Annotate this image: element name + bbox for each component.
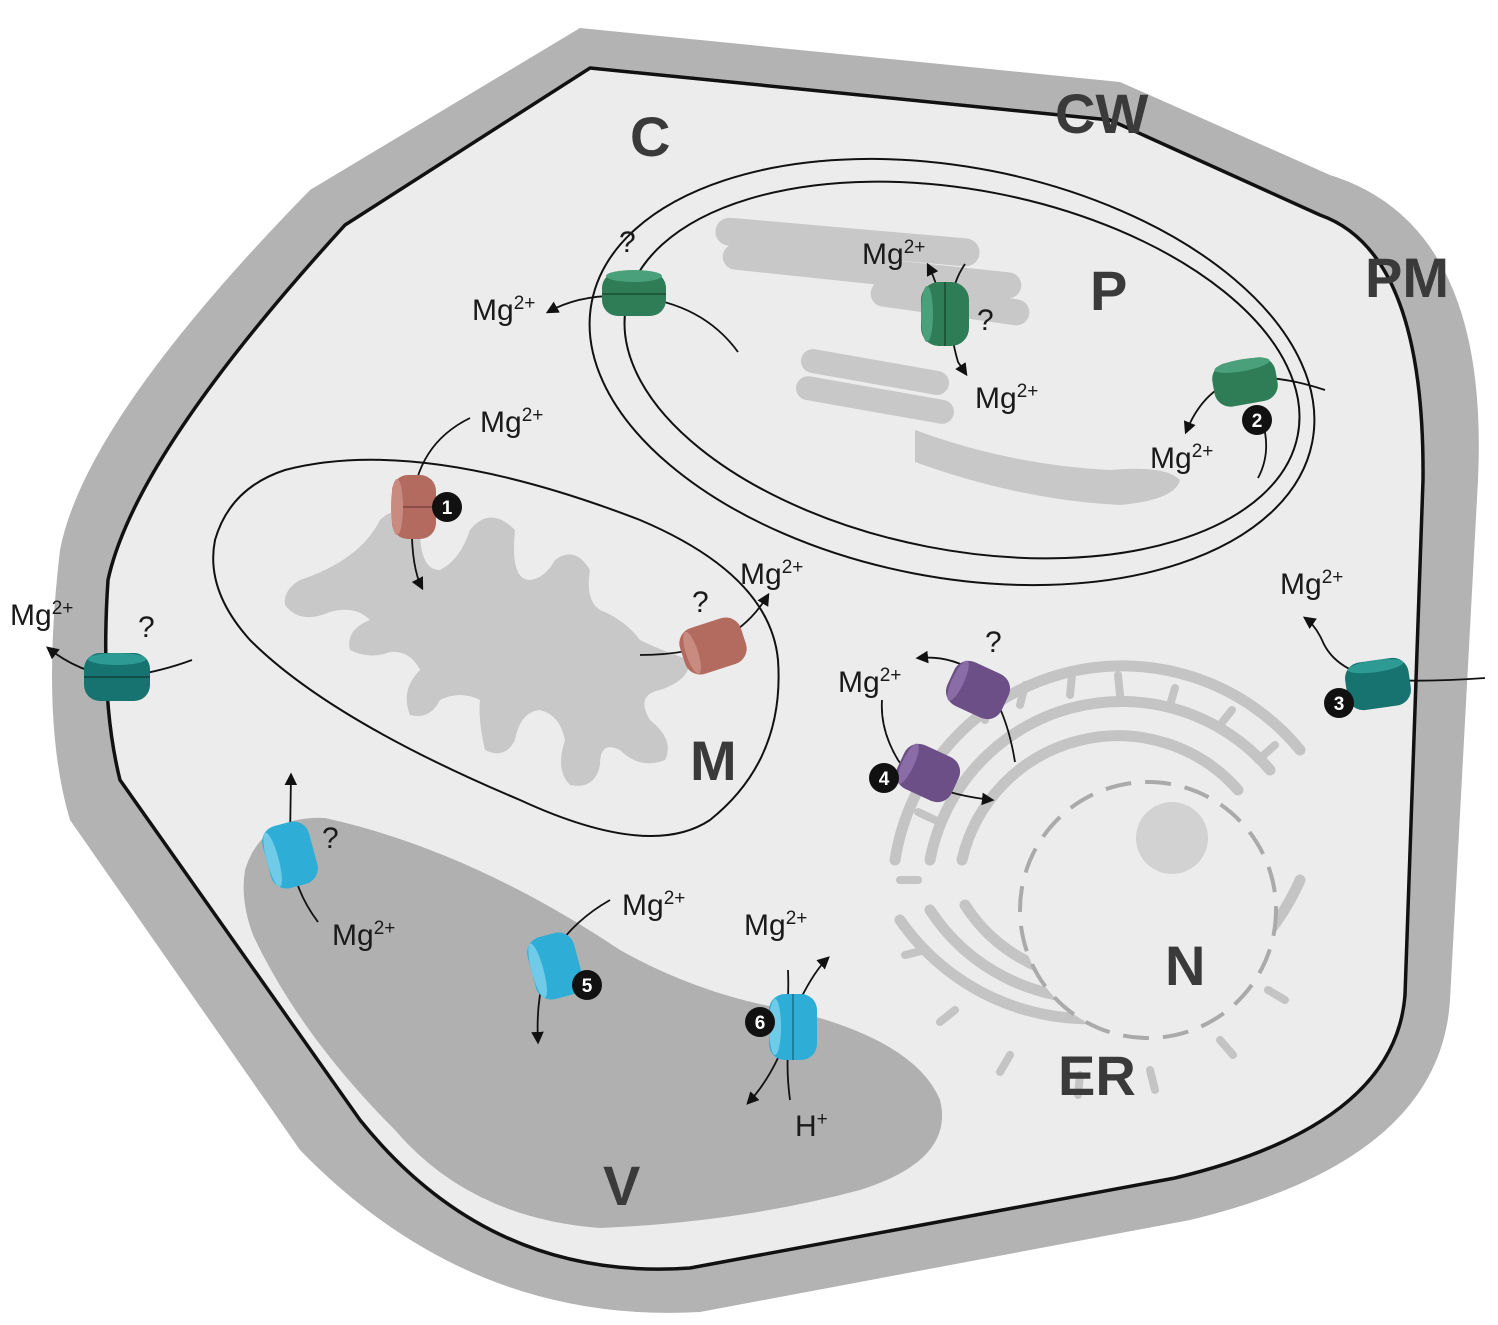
badge-1: 1 bbox=[432, 492, 462, 522]
svg-text:Mg2+: Mg2+ bbox=[472, 293, 535, 327]
plasma-membrane-transporter-3[interactable] bbox=[1343, 656, 1413, 712]
mg-labels: Mg2+ Mg2+ Mg2+ Mg2+ Mg2+ Mg2+ Mg2+ Mg2+ … bbox=[10, 237, 1343, 1143]
mitochondrial-import-transporter[interactable] bbox=[391, 475, 436, 539]
vacuole bbox=[243, 817, 943, 1228]
svg-text:4: 4 bbox=[879, 769, 890, 790]
svg-text:1: 1 bbox=[442, 498, 453, 519]
thylakoid-transporter[interactable] bbox=[921, 282, 969, 346]
label-plasma-membrane: PM bbox=[1365, 246, 1449, 309]
svg-text:Mg2+: Mg2+ bbox=[1280, 567, 1343, 601]
label-nucleus: N bbox=[1165, 934, 1205, 997]
plastid-inner-transporter[interactable] bbox=[1210, 354, 1281, 409]
label-mitochondrion: M bbox=[690, 729, 737, 792]
vacuolar-antiporter-6[interactable] bbox=[769, 994, 817, 1060]
badge-5: 5 bbox=[572, 970, 602, 1000]
svg-text:Mg2+: Mg2+ bbox=[744, 908, 807, 942]
label-vacuole: V bbox=[603, 1154, 640, 1217]
er-transporter-4[interactable] bbox=[891, 739, 966, 808]
svg-text:Mg2+: Mg2+ bbox=[1150, 441, 1213, 475]
svg-text:Mg2+: Mg2+ bbox=[975, 381, 1038, 415]
proton-label: H+ bbox=[795, 1109, 828, 1143]
mitochondrial-export-transporter[interactable] bbox=[675, 613, 751, 678]
svg-text:5: 5 bbox=[582, 976, 593, 997]
svg-text:Mg2+: Mg2+ bbox=[838, 665, 901, 699]
svg-text:Mg2+: Mg2+ bbox=[622, 888, 685, 922]
svg-text:?: ? bbox=[977, 304, 994, 337]
label-cell-wall: CW bbox=[1055, 82, 1148, 145]
svg-text:?: ? bbox=[619, 226, 636, 259]
unknown-markers: ? ? ? ? ? ? bbox=[138, 226, 1002, 855]
svg-text:?: ? bbox=[138, 611, 155, 644]
vacuolar-transporter-upper[interactable] bbox=[259, 818, 322, 892]
plastid-outer-transporter[interactable] bbox=[602, 270, 666, 316]
plasma-membrane-transporter-left[interactable] bbox=[84, 653, 150, 701]
svg-text:Mg2+: Mg2+ bbox=[10, 598, 73, 632]
svg-text:?: ? bbox=[322, 822, 339, 855]
vacuolar-transporter-5[interactable] bbox=[524, 929, 587, 1003]
er-transporter-upper[interactable] bbox=[941, 656, 1016, 725]
svg-text:Mg2+: Mg2+ bbox=[740, 557, 803, 591]
svg-text:3: 3 bbox=[1334, 694, 1345, 715]
badge-2: 2 bbox=[1242, 405, 1272, 435]
svg-text:Mg2+: Mg2+ bbox=[862, 237, 925, 271]
label-plastid: P bbox=[1090, 259, 1127, 322]
nucleolus bbox=[1136, 802, 1208, 874]
cristae bbox=[284, 512, 690, 786]
badge-3: 3 bbox=[1324, 688, 1354, 718]
label-er: ER bbox=[1058, 1044, 1136, 1107]
mitochondrion bbox=[212, 458, 780, 837]
badge-4: 4 bbox=[869, 763, 899, 793]
svg-text:6: 6 bbox=[755, 1013, 766, 1034]
svg-text:?: ? bbox=[692, 586, 709, 619]
nucleus bbox=[1018, 780, 1278, 1040]
badge-6: 6 bbox=[745, 1007, 775, 1037]
svg-text:Mg2+: Mg2+ bbox=[480, 405, 543, 439]
svg-text:2: 2 bbox=[1252, 411, 1263, 432]
svg-text:?: ? bbox=[985, 626, 1002, 659]
svg-text:Mg2+: Mg2+ bbox=[332, 918, 395, 952]
label-cytosol: C bbox=[630, 105, 670, 168]
